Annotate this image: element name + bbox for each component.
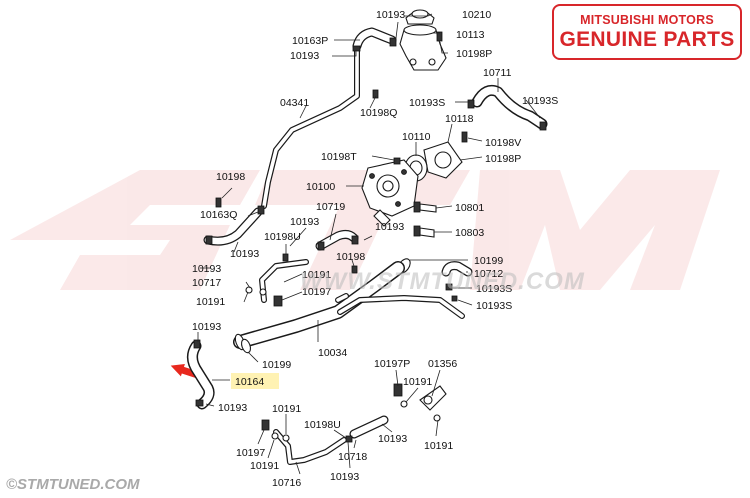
footer-copyright: ©STMTUNED.COM	[6, 476, 140, 493]
part-label: 10034	[318, 347, 347, 359]
part-label: 10193	[330, 471, 359, 483]
part-label: 10198U	[264, 231, 301, 243]
part-label: 10719	[316, 201, 345, 213]
stm-watermark-graphic	[10, 170, 720, 290]
part-label: 10198P	[456, 48, 492, 60]
part-label: 10193	[192, 321, 221, 333]
part-label: 10198Q	[360, 107, 397, 119]
hose-10164-shape	[187, 340, 215, 410]
bypass-pipe-04341-shape	[261, 47, 360, 209]
watermark-url: WWW.STMTUNED.COM	[300, 268, 585, 295]
part-label: 10712	[474, 268, 503, 280]
hose-10712-shape	[441, 261, 473, 277]
part-label: 10191	[272, 403, 301, 415]
oring-markers	[245, 286, 441, 442]
part-label: 10199	[262, 359, 291, 371]
part-label: 10198V	[485, 137, 521, 149]
part-label: 10191	[196, 296, 225, 308]
part-label: 10193S	[409, 97, 445, 109]
part-label: 10193S	[522, 95, 558, 107]
hose-10711-shape	[471, 84, 548, 130]
part-label: 10191	[250, 460, 279, 472]
part-label: 10193	[218, 402, 247, 414]
part-label: 10197P	[374, 358, 410, 370]
part-label: 10193	[375, 221, 404, 233]
logo-brand-line: MITSUBISHI MOTORS	[580, 13, 714, 27]
part-label: 10198U	[304, 419, 341, 431]
hose-10163p-shape	[352, 27, 397, 51]
part-label: 10801	[455, 202, 484, 214]
part-label: 10199	[474, 255, 503, 267]
radiator-cap-shape	[405, 9, 435, 25]
part-label: 10110	[402, 131, 431, 143]
highlight-box	[231, 373, 279, 389]
part-labels: 10193 10210 10113 10198P 10163P 10193 10…	[192, 9, 558, 489]
part-label: 04341	[280, 97, 309, 109]
part-label: 10193	[192, 263, 221, 275]
part-label: 10193	[230, 248, 259, 260]
gasket-10118-shape	[423, 141, 463, 179]
pipe-10716-shape	[273, 429, 347, 465]
part-label: 10197	[302, 286, 331, 298]
part-label: 01356	[428, 358, 457, 370]
part-label-highlighted: 10164	[235, 376, 264, 388]
part-label: 10191	[403, 376, 432, 388]
logo-tagline: GENUINE PARTS	[559, 28, 735, 51]
part-label: 10193S	[476, 300, 512, 312]
part-label: 10198P	[485, 153, 521, 165]
pointer-arrow	[170, 363, 199, 379]
leader-lines	[197, 13, 541, 475]
part-label: 10193	[290, 50, 319, 62]
part-label: 10193	[378, 433, 407, 445]
part-label: 10803	[455, 227, 484, 239]
part-label: 10100	[306, 181, 335, 193]
sensor-10803-shape	[413, 225, 435, 238]
part-label: 10113	[456, 29, 485, 41]
part-label: 10198	[336, 251, 365, 263]
mitsubishi-genuine-parts-logo: MITSUBISHI MOTORS GENUINE PARTS	[552, 4, 742, 60]
thermostat-housing-10100-shape	[361, 159, 419, 227]
part-label: 10193S	[476, 283, 512, 295]
sensor-10801-shape	[413, 201, 437, 213]
part-label: 10191	[302, 269, 331, 281]
part-label: 10198	[216, 171, 245, 183]
hose-10718-shape	[349, 415, 389, 439]
part-label: 10717	[192, 277, 221, 289]
part-label: 10197	[236, 447, 265, 459]
part-label: 10210	[462, 9, 491, 21]
part-label: 10711	[483, 67, 512, 79]
part-label: 10163Q	[200, 209, 237, 221]
part-label: 10193	[376, 9, 405, 21]
part-label: 10118	[445, 113, 474, 125]
water-pipe-10034-shape	[233, 261, 465, 351]
part-label: 10163P	[292, 35, 328, 47]
part-label: 10191	[424, 440, 453, 452]
part-label: 10716	[272, 477, 301, 489]
part-label: 10193	[290, 216, 319, 228]
pipe-01356-shape	[419, 385, 447, 411]
part-label: 10718	[338, 451, 367, 463]
part-label: 10198T	[321, 151, 357, 163]
